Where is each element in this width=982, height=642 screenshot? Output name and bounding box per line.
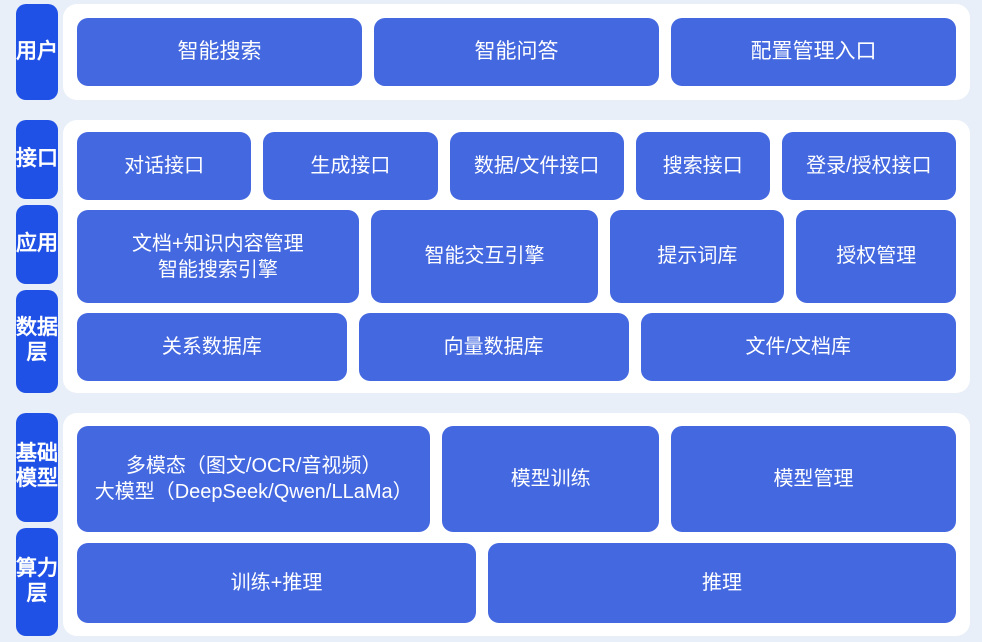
box-authorization-management[interactable]: 授权管理 bbox=[796, 209, 956, 304]
box-training-inference[interactable]: 训练+推理 bbox=[77, 542, 477, 624]
box-vector-database[interactable]: 向量数据库 bbox=[358, 313, 629, 381]
box-smart-qa[interactable]: 智能问答 bbox=[374, 18, 659, 86]
box-smart-search[interactable]: 智能搜索 bbox=[77, 18, 362, 86]
row-interfaces: 对话接口 生成接口 数据/文件接口 搜索接口 登录/授权接口 bbox=[77, 132, 957, 200]
layer-tag-application[interactable]: 应用 bbox=[16, 204, 58, 284]
box-model-training[interactable]: 模型训练 bbox=[442, 426, 659, 532]
layer-tag-interface[interactable]: 接口 bbox=[16, 120, 58, 199]
layer-tag-compute[interactable]: 算力层 bbox=[16, 527, 58, 636]
box-multimodal-large-model[interactable]: 多模态（图文/OCR/音视频） 大模型（DeepSeek/Qwen/LLaMa） bbox=[77, 426, 431, 532]
card-mid: 对话接口 生成接口 数据/文件接口 搜索接口 登录/授权接口 文档+知识内容管理… bbox=[63, 120, 970, 393]
box-relational-database[interactable]: 关系数据库 bbox=[77, 313, 347, 381]
card-base: 多模态（图文/OCR/音视频） 大模型（DeepSeek/Qwen/LLaMa）… bbox=[63, 413, 970, 636]
box-dialog-interface[interactable]: 对话接口 bbox=[77, 132, 252, 200]
tag-rail-base: 基础模型 算力层 bbox=[0, 409, 58, 640]
section-user: 用户 智能搜索 智能问答 配置管理入口 bbox=[0, 0, 982, 104]
box-model-management[interactable]: 模型管理 bbox=[671, 426, 956, 532]
row-applications: 文档+知识内容管理 智能搜索引擎 智能交互引擎 提示词库 授权管理 bbox=[77, 209, 956, 304]
section-foundation-model-compute: 基础模型 算力层 多模态（图文/OCR/音视频） 大模型（DeepSeek/Qw… bbox=[0, 409, 982, 640]
box-doc-knowledge-management[interactable]: 文档+知识内容管理 智能搜索引擎 bbox=[77, 209, 359, 304]
box-search-interface[interactable]: 搜索接口 bbox=[635, 132, 770, 200]
box-data-file-interface[interactable]: 数据/文件接口 bbox=[449, 132, 624, 200]
box-inference[interactable]: 推理 bbox=[488, 542, 956, 624]
layer-tag-data[interactable]: 数据层 bbox=[16, 289, 58, 394]
box-config-management-entry[interactable]: 配置管理入口 bbox=[671, 18, 956, 86]
card-user: 智能搜索 智能问答 配置管理入口 bbox=[63, 4, 970, 100]
row-models: 多模态（图文/OCR/音视频） 大模型（DeepSeek/Qwen/LLaMa）… bbox=[77, 426, 956, 532]
layer-tag-foundation-model[interactable]: 基础模型 bbox=[16, 413, 58, 522]
box-smart-interaction-engine[interactable]: 智能交互引擎 bbox=[370, 209, 599, 304]
box-login-auth-interface[interactable]: 登录/授权接口 bbox=[781, 132, 957, 200]
box-generation-interface[interactable]: 生成接口 bbox=[263, 132, 438, 200]
tag-rail-user: 用户 bbox=[0, 0, 58, 104]
row-compute: 训练+推理 推理 bbox=[77, 542, 956, 624]
layer-tag-user[interactable]: 用户 bbox=[16, 4, 58, 100]
tag-rail-mid: 接口 应用 数据层 bbox=[0, 116, 58, 397]
row-data-stores: 关系数据库 向量数据库 文件/文档库 bbox=[77, 313, 957, 381]
row-user-entries: 智能搜索 智能问答 配置管理入口 bbox=[77, 18, 956, 86]
box-prompt-library[interactable]: 提示词库 bbox=[610, 209, 785, 304]
section-interface-application-data: 接口 应用 数据层 对话接口 生成接口 数据/文件接口 搜索接口 登录/授权接口… bbox=[0, 116, 982, 397]
box-file-document-store[interactable]: 文件/文档库 bbox=[640, 313, 957, 381]
